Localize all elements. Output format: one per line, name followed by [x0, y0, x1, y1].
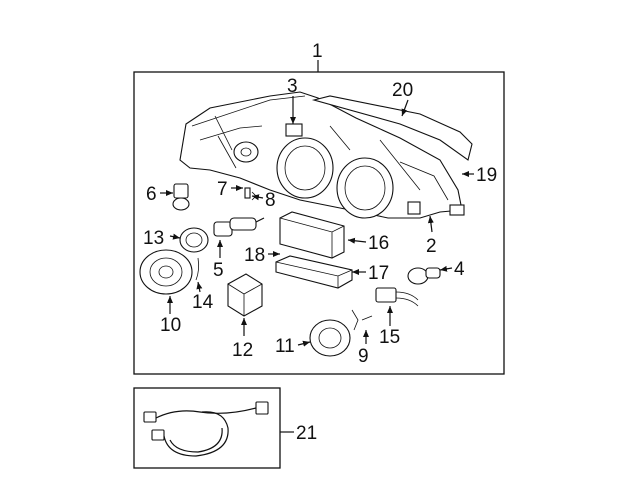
wiring-harness-icon: [143, 401, 269, 457]
callout-13: 13: [143, 228, 164, 249]
callout-7: 7: [217, 179, 228, 200]
bulb-socket-icon: [172, 183, 190, 211]
callout-4: 4: [454, 259, 465, 280]
wire-clip-icon: [351, 309, 373, 331]
callout-8: 8: [265, 190, 276, 211]
dust-cap-icon: [179, 227, 209, 253]
harness-frame: [133, 387, 281, 469]
control-module-icon: [279, 211, 345, 259]
connector-icon: [375, 287, 419, 307]
callout-14: 14: [192, 292, 214, 313]
callout-11: 11: [275, 336, 295, 357]
callout-20: 20: [392, 80, 413, 101]
callout-5: 5: [213, 260, 224, 281]
callout-1: 1: [312, 41, 323, 62]
bezel-strip: [311, 95, 473, 161]
bracket-icon: [275, 255, 353, 289]
callout-3: 3: [287, 76, 298, 97]
main-assembly-frame: [133, 71, 505, 375]
callout-6: 6: [146, 184, 157, 205]
ballast-icon: [227, 273, 263, 317]
callout-12: 12: [232, 340, 253, 361]
cover-icon: [139, 249, 193, 295]
callout-15: 15: [379, 327, 400, 348]
bulb-icon: [213, 217, 265, 237]
callout-9: 9: [358, 346, 369, 367]
callout-17: 17: [368, 263, 389, 284]
round-cover-icon: [309, 319, 351, 357]
callout-19: 19: [476, 165, 497, 186]
callout-10: 10: [160, 315, 181, 336]
callout-2: 2: [426, 236, 437, 257]
callout-21: 21: [296, 423, 317, 444]
callout-16: 16: [368, 233, 389, 254]
clip-icon: [244, 187, 257, 201]
wire-icon: [195, 257, 200, 281]
callout-18: 18: [244, 245, 265, 266]
side-bulb-icon: [407, 267, 441, 285]
